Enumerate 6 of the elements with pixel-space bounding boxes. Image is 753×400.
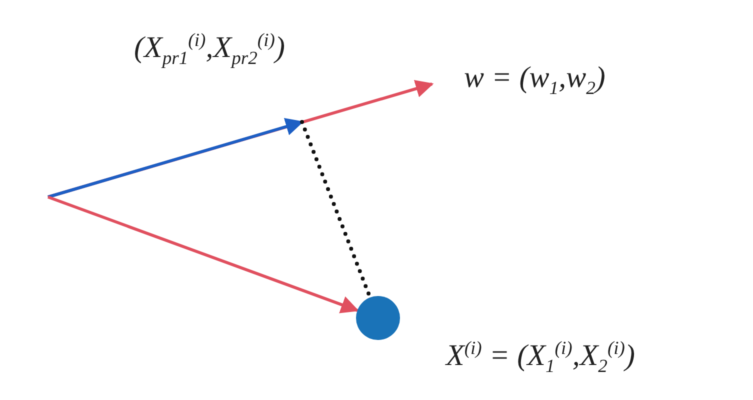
data-point-circle <box>356 296 400 340</box>
math-label: (X$_{pr1}$$^{(i)}$,X$_{pr2}$$^{(i)}$) <box>134 30 285 70</box>
math-label: X$^{(i)}$ = (X$_{1}$$^{(i)}$,X$_{2}$$^{(i)}$) <box>446 338 635 378</box>
arrow <box>48 118 304 198</box>
math-label: w = (w$_{1}$,w$_{2}$) <box>464 60 606 100</box>
arrow <box>47 196 360 314</box>
